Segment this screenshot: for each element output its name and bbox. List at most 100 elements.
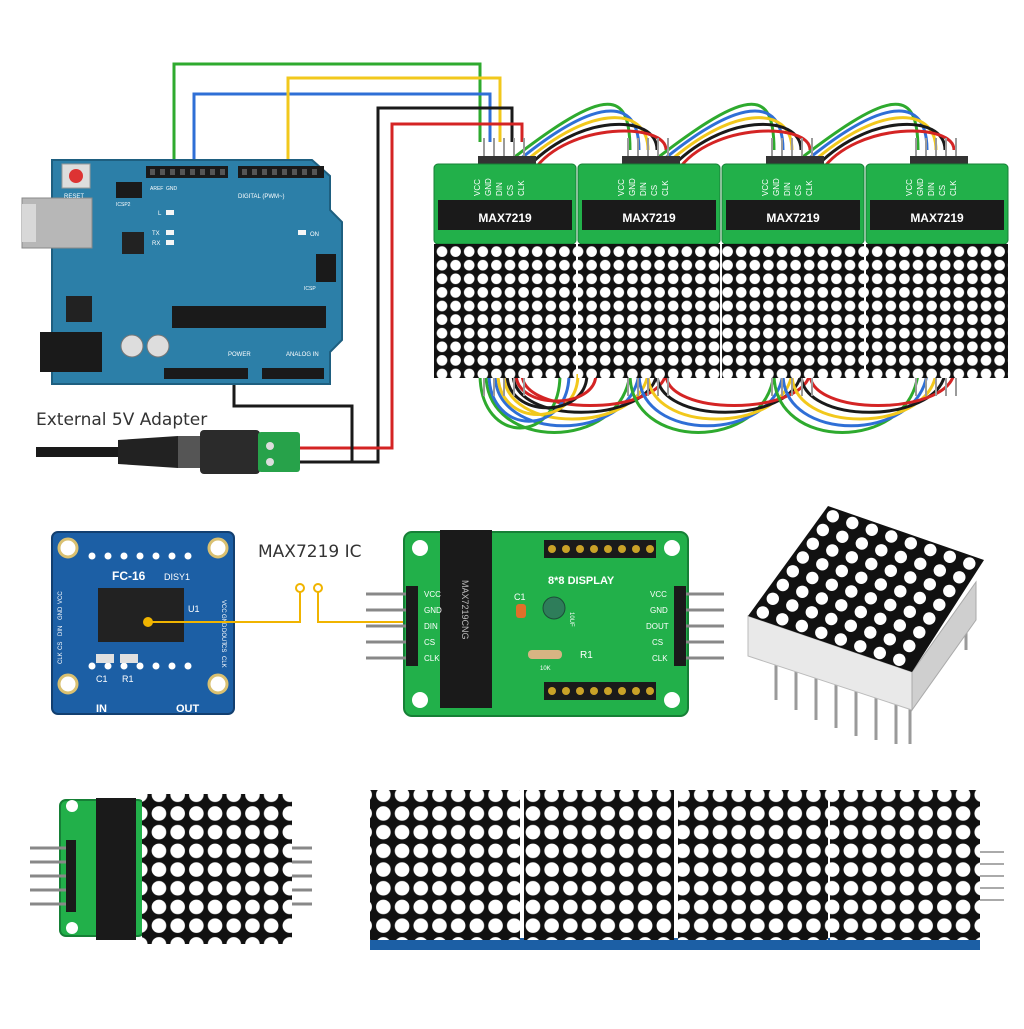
capacitor-2	[146, 334, 170, 358]
module-pin-label: CS	[794, 185, 803, 196]
module-chip-label: MAX7219	[910, 211, 964, 225]
module-pin-label: GND	[628, 178, 637, 196]
matrix-3d-dot	[855, 537, 868, 550]
wire-red-top	[298, 122, 524, 450]
led-matrix-3d	[747, 506, 984, 744]
matrix-3d-dot	[776, 578, 789, 592]
wire-green	[172, 62, 482, 172]
power-label: POWER	[228, 352, 251, 358]
matrix-3d-dot	[826, 510, 839, 523]
matrix-3d-dot	[894, 585, 907, 598]
module-pin-label: DIN	[495, 182, 504, 196]
module-pin-label: CS	[506, 185, 515, 196]
fc16-pin-l0: VCC	[58, 591, 64, 604]
matrix-panel-3	[678, 790, 828, 940]
matrix-3d-dot	[786, 565, 799, 578]
matrix-3d-dot	[943, 584, 956, 598]
ribbon-cable-3	[772, 102, 956, 434]
fc16-r1: R1	[122, 674, 134, 684]
matrix-3d-dot	[825, 612, 838, 626]
matrix-panel-4	[830, 790, 980, 940]
ribbon-cable-2	[628, 102, 812, 434]
gb-pin-out2: DOUT	[646, 622, 669, 631]
fc16-out: OUT	[176, 703, 200, 715]
header-top	[544, 540, 656, 558]
adapter-label: External 5V Adapter	[36, 410, 208, 430]
power-jack	[40, 332, 102, 372]
single-module-chip	[96, 798, 136, 940]
matrix-3d-dot	[883, 633, 896, 646]
capacitor-1	[120, 334, 144, 358]
wire-yellow	[286, 76, 502, 172]
gb-pin-in2: DIN	[424, 622, 438, 631]
matrix-3d-dot	[815, 626, 828, 639]
c1-label: C1	[514, 592, 526, 602]
power-header	[164, 368, 248, 379]
atmega-chip	[172, 306, 326, 328]
matrix-3d-dot	[873, 646, 886, 660]
module-matrix	[722, 244, 864, 378]
matrix-3d-dot	[796, 551, 809, 564]
matrix-3d-dot	[865, 523, 878, 536]
module-pin-label: CLK	[517, 180, 526, 196]
reset-label: RESET	[64, 194, 84, 200]
module-pin-label: CS	[650, 185, 659, 196]
digital-header	[146, 166, 228, 178]
led-on	[298, 230, 306, 235]
gnd-label: GND	[166, 186, 178, 192]
matrix-3d-dot	[875, 544, 888, 557]
wire-blue	[192, 92, 492, 172]
matrix-3d-dot	[786, 599, 799, 612]
green-board-title: 8*8 DISPLAY	[548, 575, 615, 587]
gb-pin-out0: VCC	[650, 590, 667, 599]
matrix-3d-dot	[835, 564, 848, 578]
matrix-3d-dot	[845, 551, 858, 564]
matrix-3d-dot	[776, 613, 789, 626]
matrix-3d-dot	[826, 544, 839, 557]
resistor	[528, 650, 562, 659]
matrix-3d-dot	[913, 626, 926, 639]
matrix-3d-dot	[795, 619, 808, 633]
matrix-3d-dot	[894, 550, 907, 564]
matrix-3d-dot	[903, 639, 916, 653]
matrix-3d-dot	[806, 537, 819, 550]
module-matrix	[866, 244, 1008, 378]
matrix-3d-dot	[893, 619, 906, 632]
matrix-3d-dot	[953, 571, 966, 584]
led-rx-label: RX	[152, 241, 160, 247]
matrix-3d-dot	[884, 598, 897, 612]
fc16-pin-l1: GND	[58, 606, 64, 620]
matrix-3d-dot	[835, 599, 848, 612]
module-chip	[438, 200, 572, 230]
led-l-label: L	[158, 211, 162, 217]
matrix-3d-dot	[884, 564, 897, 577]
matrix-3d-dot	[844, 619, 857, 632]
icsp2-header	[116, 182, 142, 198]
fc16-pin-l3: CS	[58, 642, 64, 650]
fc16-c1: C1	[96, 674, 108, 684]
analog-header	[262, 368, 324, 379]
ceramic-cap	[516, 604, 526, 618]
r1-label: R1	[580, 650, 593, 661]
matrix-3d-dot	[933, 598, 946, 611]
module-pin-label: DIN	[927, 182, 936, 196]
matrix-3d-dot	[893, 653, 906, 666]
matrix-3d-dot	[806, 571, 819, 585]
matrix-3d-dot	[904, 537, 917, 550]
matrix-3d-dot	[855, 571, 868, 584]
matrix-3d-dot	[933, 564, 946, 577]
module-pin-label: CLK	[661, 180, 670, 196]
matrix-3d-dot	[854, 605, 867, 619]
fc16-in: IN	[96, 703, 107, 715]
module-matrix	[578, 244, 720, 378]
aref-label: AREF	[150, 186, 163, 192]
matrix-3d-dot	[865, 557, 878, 571]
module-matrix	[434, 244, 576, 378]
icsp-header	[316, 254, 336, 282]
fc16-board: FC-16 DISY1 U1 C1 R1 IN OUT VCC GND DIN …	[51, 531, 235, 715]
module-chip	[870, 200, 1004, 230]
